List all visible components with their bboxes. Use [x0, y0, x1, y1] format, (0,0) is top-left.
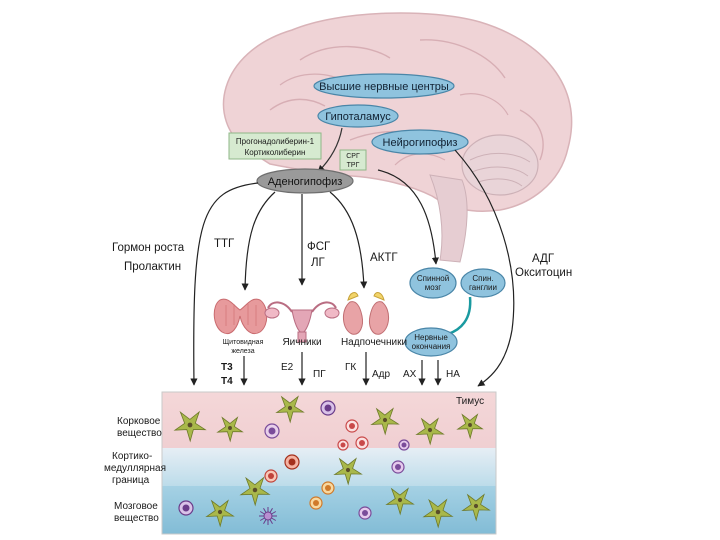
label-aktg: АКТГ: [370, 252, 398, 264]
label-t3: Т3: [221, 362, 233, 373]
neurohypophysis-node: Нейрогипофиз: [371, 129, 469, 155]
thymus-title: Тимус: [456, 396, 484, 407]
label-growth-hormone: Гормон роста: [112, 242, 185, 254]
label-gk: ГК: [345, 362, 356, 373]
svg-text:Высшие нервные центры: Высшие нервные центры: [319, 81, 449, 93]
adrenals-icon: [343, 292, 389, 335]
label-adg: АДГ: [532, 253, 555, 265]
label-ah: АХ: [403, 369, 417, 380]
label-adr: Адр: [372, 369, 391, 380]
thymus-cells: [173, 395, 491, 529]
label-lg: ЛГ: [311, 257, 326, 269]
svg-text:Аденогипофиз: Аденогипофиз: [268, 176, 343, 188]
svg-text:СРГ: СРГ: [346, 153, 360, 160]
pathway-arrows: [190, 149, 515, 387]
releasing-hormones-box: Прогонадолиберин-1 Кортиколиберин: [228, 132, 322, 160]
label-adrenals: Надпочечники: [341, 337, 407, 348]
label-fsg: ФСГ: [307, 241, 331, 253]
svg-text:Спин.ганглии: Спин.ганглии: [469, 274, 497, 292]
label-e2: Е2: [281, 362, 294, 373]
label-ovaries: Яичники: [282, 337, 321, 348]
svg-text:ТРГ: ТРГ: [347, 162, 360, 169]
ovaries-icon: [264, 301, 340, 343]
label-prolactin: Пролактин: [124, 261, 181, 273]
label-oxytocin: Окситоцин: [515, 267, 572, 279]
label-pg: ПГ: [313, 369, 326, 380]
higher-nerve-centers-node: Высшие нервные центры: [313, 73, 455, 99]
svg-text:Гипоталамус: Гипоталамус: [325, 111, 391, 123]
label-na: НА: [446, 369, 460, 380]
spinal-ganglia-node: Спин.ганглии: [460, 268, 506, 298]
svg-text:Прогонадолиберин-1: Прогонадолиберин-1: [236, 137, 315, 146]
srg-trg-box: СРГ ТРГ: [339, 149, 367, 171]
label-t4: Т4: [221, 376, 233, 387]
svg-text:Кортиколиберин: Кортиколиберин: [245, 148, 306, 157]
dendritic-cell: [259, 507, 277, 525]
thyroid-icon: [213, 298, 268, 334]
adenohypophysis-node: Аденогипофиз: [256, 168, 354, 194]
svg-text:Нейрогипофиз: Нейрогипофиз: [383, 137, 458, 149]
label-ttg: ТТГ: [214, 238, 235, 250]
hypothalamus-node: Гипоталамус: [317, 104, 399, 128]
